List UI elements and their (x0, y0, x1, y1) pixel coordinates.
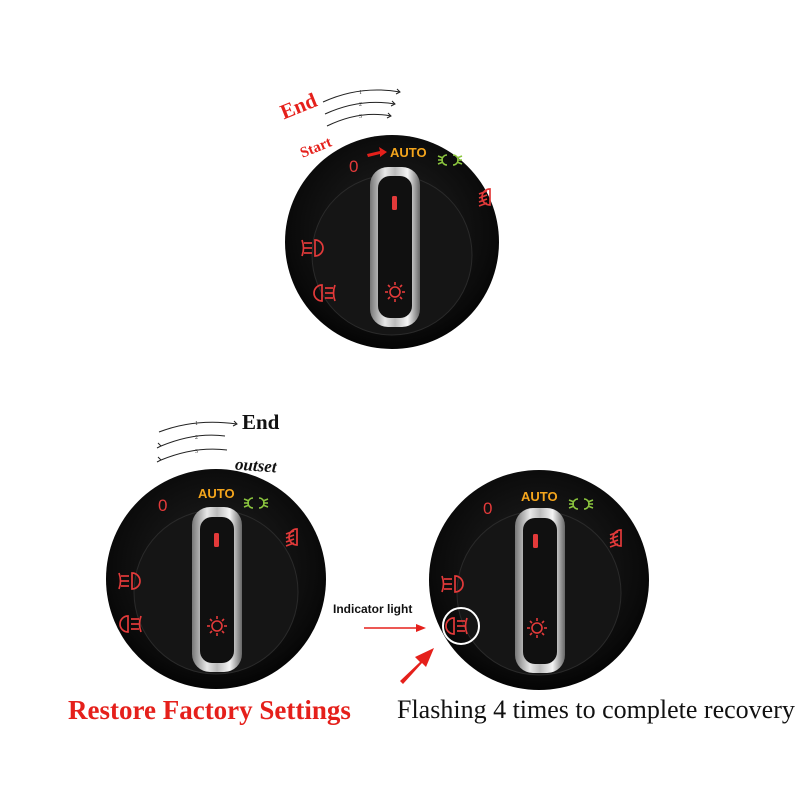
light-switch-top: 0 AUTO (282, 130, 502, 360)
rear-fog-light-icon (313, 284, 336, 302)
bold-arrow-icon (400, 648, 434, 684)
low-beam-icon (478, 188, 491, 207)
light-switch-bottom-right: 0 AUTO (427, 468, 652, 693)
indicator-arrows (364, 624, 434, 684)
low-beam-icon (285, 528, 298, 547)
rotation-arcs-top: 1 2 3 (322, 88, 401, 127)
light-switch-bottom-left: 0 AUTO (104, 467, 329, 692)
light-switch-bottom-right-graphic: 0 AUTO (429, 470, 649, 690)
outset-label: outset (234, 454, 278, 477)
front-fog-light-icon (118, 572, 141, 590)
indicator-bar (392, 196, 397, 210)
arc-number: 2 (359, 102, 362, 108)
position-zero-label: 0 (483, 499, 492, 518)
interior-light-icon (385, 282, 405, 302)
auto-label: AUTO (198, 486, 235, 501)
flashing-caption: Flashing 4 times to complete recovery (397, 695, 795, 724)
front-fog-light-icon (441, 575, 464, 593)
restore-factory-caption: Restore Factory Settings (68, 695, 351, 725)
light-switch-top-graphic: 0 AUTO (285, 135, 499, 349)
arc-number: 2 (195, 435, 198, 441)
rear-fog-light-icon (445, 617, 468, 635)
auto-label: AUTO (390, 145, 427, 160)
indicator-bar (214, 533, 219, 547)
parking-light-icon (243, 497, 269, 509)
front-fog-light-icon (301, 239, 324, 257)
light-switch-bottom-left-graphic: 0 AUTO (106, 469, 326, 689)
indicator-highlight-ring (442, 607, 480, 645)
low-beam-icon (609, 529, 622, 548)
arc-number: 1 (359, 90, 362, 96)
indicator-bar (533, 534, 538, 548)
indicator-light-label: Indicator light (333, 602, 413, 616)
arc-number: 3 (195, 449, 198, 455)
arc-number: 1 (195, 421, 198, 427)
arrow-icon (367, 147, 387, 157)
arc-number: 3 (359, 114, 362, 120)
end-label: End (242, 410, 280, 434)
rotation-arcs-bottom-left: 1 2 3 (156, 420, 238, 463)
parking-light-icon (568, 498, 594, 510)
parking-light-icon (437, 154, 463, 166)
auto-label: AUTO (521, 489, 558, 504)
position-zero-label: 0 (158, 496, 167, 515)
interior-light-icon (207, 616, 227, 636)
rear-fog-light-icon (119, 615, 142, 633)
position-zero-label: 0 (349, 157, 358, 176)
interior-light-icon (527, 618, 547, 638)
